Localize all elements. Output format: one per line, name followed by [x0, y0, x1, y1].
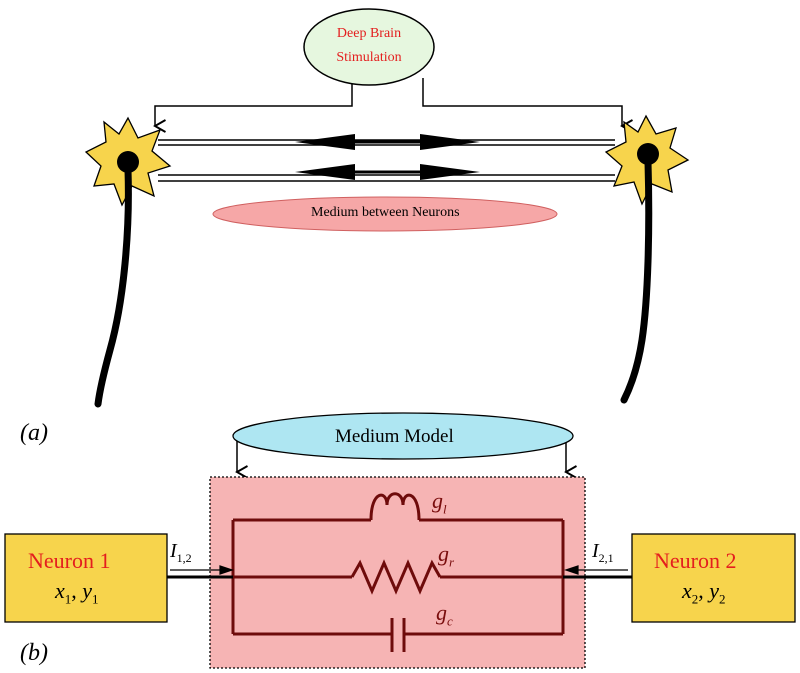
neuron1-name: Neuron 1: [28, 548, 111, 573]
signal-arrows: [295, 134, 480, 180]
gl-label: gl: [432, 488, 447, 517]
neuron2-var-x: x: [682, 578, 692, 603]
gc-symbol: g: [436, 600, 447, 625]
neuron1-variables: x1, y1: [55, 578, 99, 607]
panel-b-label: (b): [20, 640, 48, 666]
arrow-right-bottom: [420, 164, 480, 180]
dbs-feed-right: [422, 78, 633, 133]
dbs-feed-left: [153, 78, 353, 133]
gc-label: gc: [436, 600, 453, 629]
connection-lines: [158, 139, 615, 182]
neuron2-sub-y: 2: [719, 591, 726, 607]
neuron1-box: [4, 533, 168, 623]
dbs-label-line2: Stimulation: [336, 50, 402, 65]
gl-sub: l: [443, 501, 447, 517]
medium-circuit-box: [209, 476, 586, 669]
medium-between-neurons-label: Medium between Neurons: [311, 205, 460, 220]
arrow-left-top: [295, 134, 355, 150]
neuron2-sub-x: 2: [691, 591, 699, 607]
dbs-ellipse: [303, 8, 435, 86]
medium-model-label: Medium Model: [335, 426, 454, 447]
inductor-coil: [369, 492, 421, 521]
panel-b-graphics: [4, 412, 796, 669]
neuron1-var-y: y: [82, 578, 93, 603]
resistor-zigzag: [350, 559, 442, 595]
neuron2-name: Neuron 2: [654, 548, 737, 573]
neuron-left: [84, 116, 172, 408]
neuron1-var-x: x: [55, 578, 65, 603]
neuron-right: [604, 114, 690, 404]
medium-model-ellipse: [232, 412, 574, 460]
neuron2-variables: x2, y2: [682, 578, 726, 607]
current-1-2-label: I1,2: [170, 540, 192, 566]
medium-ellipse: [212, 196, 558, 232]
current-arrows: [170, 565, 628, 575]
gl-symbol: g: [432, 488, 443, 513]
gr-sub: r: [449, 554, 455, 570]
neuron-left-axon: [94, 166, 132, 408]
arrow-left-bottom: [295, 164, 355, 180]
dbs-label: Deep Brain Stimulation: [309, 22, 429, 70]
current-1-2-sub: 1,2: [176, 551, 192, 565]
neuron1-sub-y: 1: [92, 591, 99, 607]
panel-a-label: (a): [20, 420, 48, 446]
current-2-1-sub: 2,1: [598, 551, 614, 565]
panel-a-graphics: [84, 8, 690, 408]
gr-symbol: g: [438, 541, 449, 566]
current-1-2-symbol: I: [170, 540, 177, 562]
neuron2-box: [631, 533, 796, 623]
gr-label: gr: [438, 541, 454, 570]
arrow-right-top: [420, 134, 480, 150]
neuron-right-axon: [620, 158, 653, 404]
current-2-1-symbol: I: [592, 540, 599, 562]
neuron2-var-y: y: [709, 578, 720, 603]
current-2-1-label: I2,1: [592, 540, 614, 566]
gc-sub: c: [447, 613, 453, 629]
dbs-label-line1: Deep Brain: [336, 26, 402, 41]
neuron1-sub-x: 1: [64, 591, 72, 607]
